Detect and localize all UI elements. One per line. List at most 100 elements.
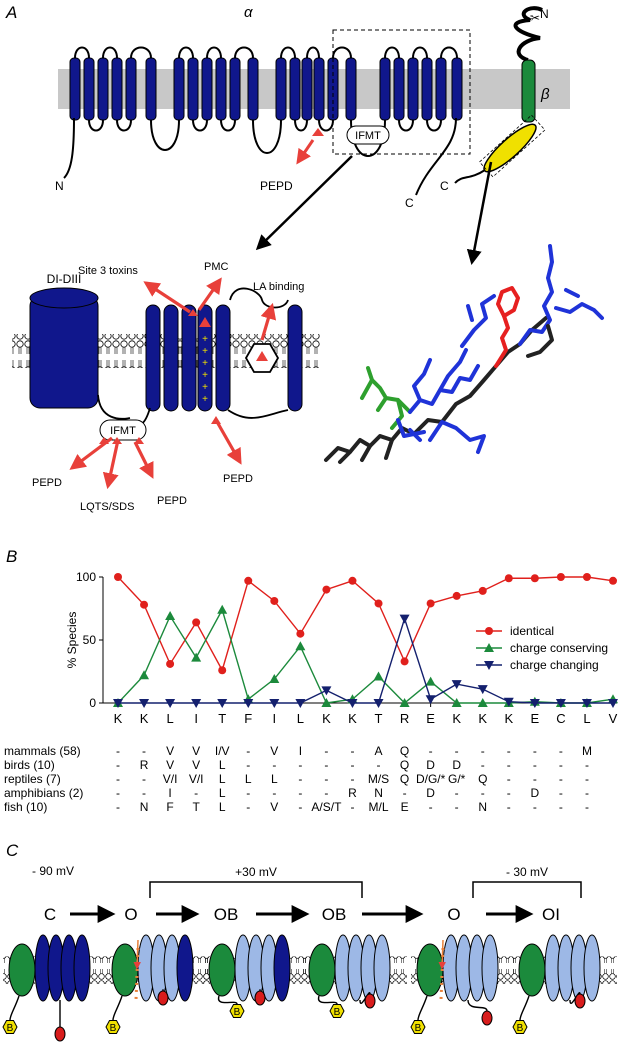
species-cell: V	[270, 744, 278, 758]
species-cell: -	[194, 786, 198, 800]
alpha-domain	[273, 934, 291, 1002]
species-cell: -	[429, 744, 433, 758]
pepd-top-arrow	[296, 139, 315, 165]
helix-loop	[280, 46, 296, 59]
blocker-hexagon	[329, 1004, 345, 1018]
point-charge-changing	[373, 699, 384, 708]
blocker-label: B	[517, 1023, 524, 1034]
point-charge-changing	[165, 699, 176, 708]
site3-label: Site 3 toxins	[78, 265, 138, 277]
x-tick-label: K	[140, 711, 149, 726]
inactivation-particle	[481, 1010, 493, 1026]
ion-flow-arrow	[133, 939, 141, 970]
alpha-domain	[73, 934, 91, 1002]
helix-loop	[206, 46, 222, 59]
la-binding-label: LA binding	[253, 281, 304, 293]
point-charge-conserving	[191, 652, 202, 662]
svg-text:+: +	[202, 346, 208, 357]
species-cell: -	[559, 744, 563, 758]
series-line-2	[118, 616, 613, 704]
beta-subunit	[416, 943, 444, 997]
species-cell: A	[375, 744, 383, 758]
point-identical	[348, 576, 357, 585]
point-charge-conserving	[295, 641, 306, 651]
point-charge-conserving	[217, 604, 228, 614]
helix-loop	[426, 119, 442, 132]
species-cell: -	[533, 744, 537, 758]
point-identical	[218, 666, 227, 675]
helix-loop	[234, 46, 254, 59]
legend-label: charge changing	[510, 658, 599, 672]
species-cell: -	[142, 744, 146, 758]
species-cell: -	[116, 744, 120, 758]
species-cell: -	[298, 800, 302, 814]
b-tether	[317, 995, 338, 1005]
n-terminus-label: N	[55, 179, 64, 193]
x-tick-label: E	[426, 711, 435, 726]
point-charge-conserving	[269, 674, 280, 684]
species-cell: Q	[400, 758, 409, 772]
species-cell: -	[585, 758, 589, 772]
species-cell: -	[324, 758, 328, 772]
di-diii-label: DI-DIII	[47, 272, 82, 286]
ifmt-box-zoom	[99, 419, 147, 441]
blocker-label: B	[334, 1007, 341, 1018]
point-identical	[504, 574, 513, 583]
voltage-minus30: - 30 mV	[506, 865, 548, 879]
blocker-label: B	[7, 1023, 14, 1034]
div-helices	[145, 304, 303, 412]
point-charge-changing	[425, 695, 436, 705]
tm-helix-4-1	[379, 57, 391, 121]
svg-text:+: +	[202, 394, 208, 405]
species-cell: D	[426, 786, 435, 800]
s4-charges: ++++++	[202, 334, 208, 405]
state-label: OI	[542, 905, 560, 924]
x-tick-label: K	[114, 711, 123, 726]
b-tether	[519, 995, 530, 1021]
species-cell: L	[271, 772, 278, 786]
inactivation-particle	[157, 990, 169, 1006]
beta-c-tail	[454, 169, 486, 184]
species-cell: -	[246, 800, 250, 814]
species-cell: N	[478, 800, 487, 814]
inactivation-particle	[254, 990, 266, 1006]
x-tick-label: E	[531, 711, 540, 726]
helix-loop	[178, 46, 194, 59]
y-tick-label: 100	[76, 570, 96, 584]
tm-helix-4-5	[435, 57, 447, 121]
blocker-hexagon	[2, 1020, 18, 1034]
tm-helix-2-4	[215, 57, 227, 121]
voltage-minus90: - 90 mV	[32, 864, 74, 878]
species-cell: V	[192, 744, 200, 758]
ifmt-label-zoom: IFMT	[110, 425, 136, 437]
x-tick-label: V	[609, 711, 618, 726]
blocker-hexagon	[229, 1004, 245, 1018]
point-charge-changing	[581, 699, 592, 708]
tm-helix-2-2	[187, 57, 199, 121]
x-tick-label: I	[273, 711, 277, 726]
point-charge-changing	[347, 699, 358, 708]
domain-linker	[150, 119, 180, 151]
species-cell: -	[350, 758, 354, 772]
zoom-arrow-left	[255, 155, 353, 251]
helix-loop	[412, 46, 428, 59]
species-cell: L	[219, 772, 226, 786]
bracket-minus30	[472, 881, 582, 898]
point-charge-changing	[608, 699, 618, 708]
species-cell: -	[298, 772, 302, 786]
species-cell: T	[192, 800, 200, 814]
c-terminus-label: C	[405, 196, 414, 210]
helix-loop	[130, 46, 152, 59]
species-cell: -	[507, 786, 511, 800]
species-cell: -	[455, 786, 459, 800]
channel-state-4: B	[303, 934, 407, 1018]
species-cell: -	[585, 786, 589, 800]
species-cell: N	[374, 786, 383, 800]
species-cell: -	[246, 758, 250, 772]
species-cell: M/S	[368, 772, 389, 786]
state-label: OB	[322, 905, 347, 924]
